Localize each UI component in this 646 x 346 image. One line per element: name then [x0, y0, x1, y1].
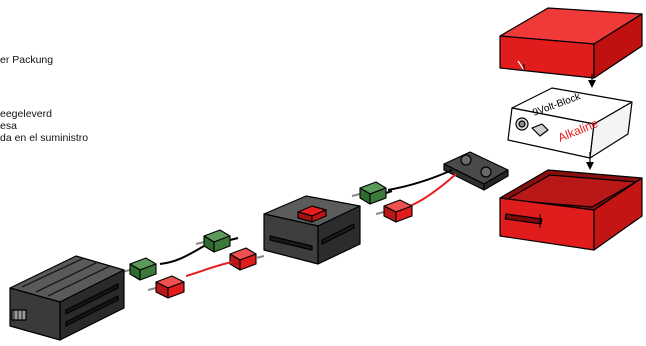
battery-clip [444, 152, 508, 190]
plug-green-upper [352, 182, 392, 204]
plug-green-lower [122, 258, 156, 280]
plug-red-upper [376, 200, 412, 222]
switch-block [264, 196, 360, 264]
battery-box-tray [500, 170, 642, 250]
middle-wires [160, 246, 232, 276]
battery-box-lid [500, 8, 642, 78]
motor-block [10, 256, 124, 340]
plug-red-mid [230, 248, 264, 270]
plug-red-lower [148, 276, 184, 298]
plug-green-mid [196, 230, 238, 252]
nine-volt-battery: 9Volt-Block Alkaline [508, 88, 632, 158]
